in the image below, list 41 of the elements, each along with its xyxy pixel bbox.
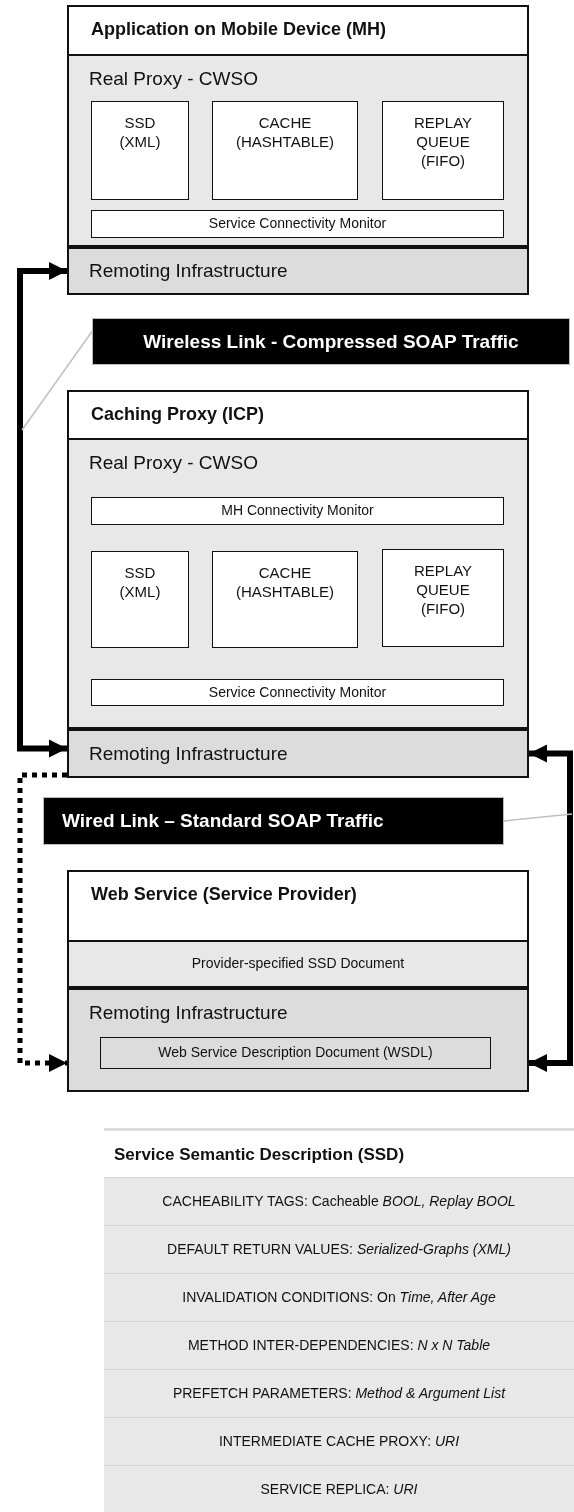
component-box: REPLAY QUEUE (FIFO) (382, 101, 504, 200)
table-row: CACHEABILITY TAGS: Cacheable BOOL, Replay BOOL (104, 1177, 574, 1225)
document-box: Web Service Description Document (WSDL) (100, 1037, 491, 1069)
monitor-bar: Service Connectivity Monitor (91, 679, 504, 706)
table-row: PREFETCH PARAMETERS: Method & Argument List (104, 1369, 574, 1417)
heading: Remoting Infrastructure (89, 1002, 288, 1024)
component-box (67, 5, 529, 295)
table-row: INVALIDATION CONDITIONS: On Time, After Age (104, 1273, 574, 1321)
proxy-panel (67, 54, 529, 247)
component-box (67, 390, 529, 778)
monitor-bar: Service Connectivity Monitor (91, 210, 504, 238)
component-box: CACHE (HASHTABLE) (212, 101, 358, 200)
document-band: Provider-specified SSD Document (67, 940, 529, 988)
heading: Service Semantic Description (SSD) (114, 1145, 405, 1165)
leader-line (21, 330, 93, 431)
leader-line (503, 813, 573, 822)
dotted-arrow (17, 772, 67, 1072)
component-box: SSD (XML) (91, 101, 189, 200)
component-box: CACHE (HASHTABLE) (212, 551, 358, 648)
infrastructure-band: Remoting Infrastructure (67, 729, 529, 778)
proxy-panel (67, 438, 529, 729)
heading: Real Proxy - CWSO (89, 68, 258, 90)
component-box: SSD (XML) (91, 551, 189, 648)
link-label: Wired Link – Standard SOAP Traffic (43, 797, 504, 845)
table-row: METHOD INTER-DEPENDENCIES: N x N Table (104, 1321, 574, 1369)
table-panel (104, 1128, 574, 1512)
infrastructure-band: Remoting Infrastructure (67, 247, 529, 295)
heading: Application on Mobile Device (MH) (91, 19, 386, 40)
component-box (67, 870, 529, 1092)
infrastructure-band (67, 988, 529, 1092)
table-row: DEFAULT RETURN VALUES: Serialized-Graphs (XML) (104, 1225, 574, 1273)
heading: Real Proxy - CWSO (89, 452, 258, 474)
table-row: SERVICE REPLICA: URI (104, 1465, 574, 1512)
table-row: INTERMEDIATE CACHE PROXY: URI (104, 1417, 574, 1465)
component-box: REPLAY QUEUE (FIFO) (382, 549, 504, 647)
heading: Caching Proxy (ICP) (91, 404, 265, 425)
double-arrow (17, 262, 67, 758)
double-arrow (529, 744, 573, 1072)
monitor-bar: MH Connectivity Monitor (91, 497, 504, 525)
heading: Web Service (Service Provider) (91, 884, 357, 905)
link-label: Wireless Link - Compressed SOAP Traffic (92, 318, 570, 365)
